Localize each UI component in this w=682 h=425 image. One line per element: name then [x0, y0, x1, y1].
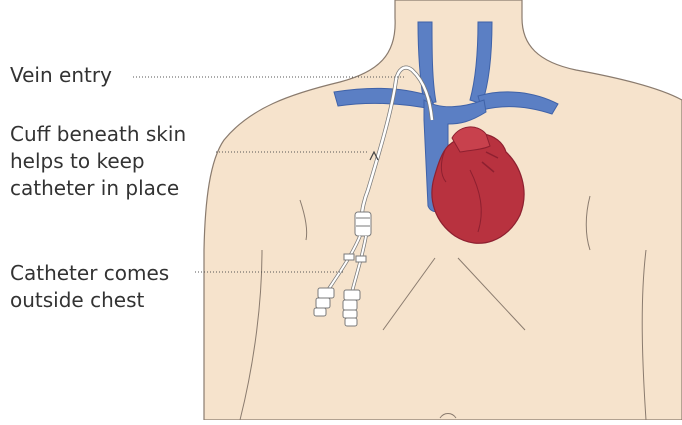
label-vein-entry: Vein entry — [10, 62, 112, 89]
label-cuff-line-1: Cuff beneath skin — [10, 121, 186, 148]
label-cuff-line-2: helps to keep — [10, 148, 186, 175]
label-cuff-line-3: catheter in place — [10, 175, 186, 202]
label-catheter-outside-line-1: Catheter comes — [10, 260, 169, 287]
label-cuff: Cuff beneath skin helps to keep catheter… — [10, 121, 186, 202]
label-vein-entry-text: Vein entry — [10, 62, 112, 89]
label-catheter-outside: Catheter comes outside chest — [10, 260, 169, 314]
label-catheter-outside-line-2: outside chest — [10, 287, 169, 314]
